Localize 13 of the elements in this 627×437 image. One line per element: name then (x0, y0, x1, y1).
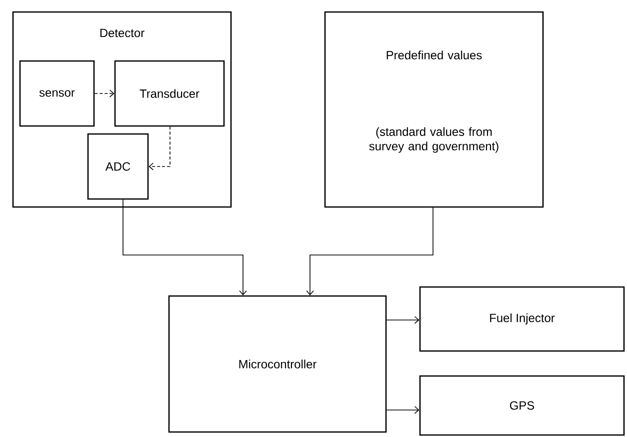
process-box: GPS (419, 375, 625, 436)
arrow (306, 207, 434, 296)
arrow (122, 199, 247, 296)
process-box: sensor (19, 60, 95, 127)
process-box: Transducer (114, 60, 225, 127)
arrow (148, 126, 170, 170)
arrow (386, 316, 420, 324)
process-box: Fuel Injector (419, 286, 625, 352)
arrow (386, 406, 420, 414)
arrow (94, 90, 114, 98)
process-box: Microcontroller (168, 295, 387, 433)
process-box: ADC (87, 133, 149, 200)
process-box: Predefined values (standard values from survey and government) (324, 11, 544, 208)
